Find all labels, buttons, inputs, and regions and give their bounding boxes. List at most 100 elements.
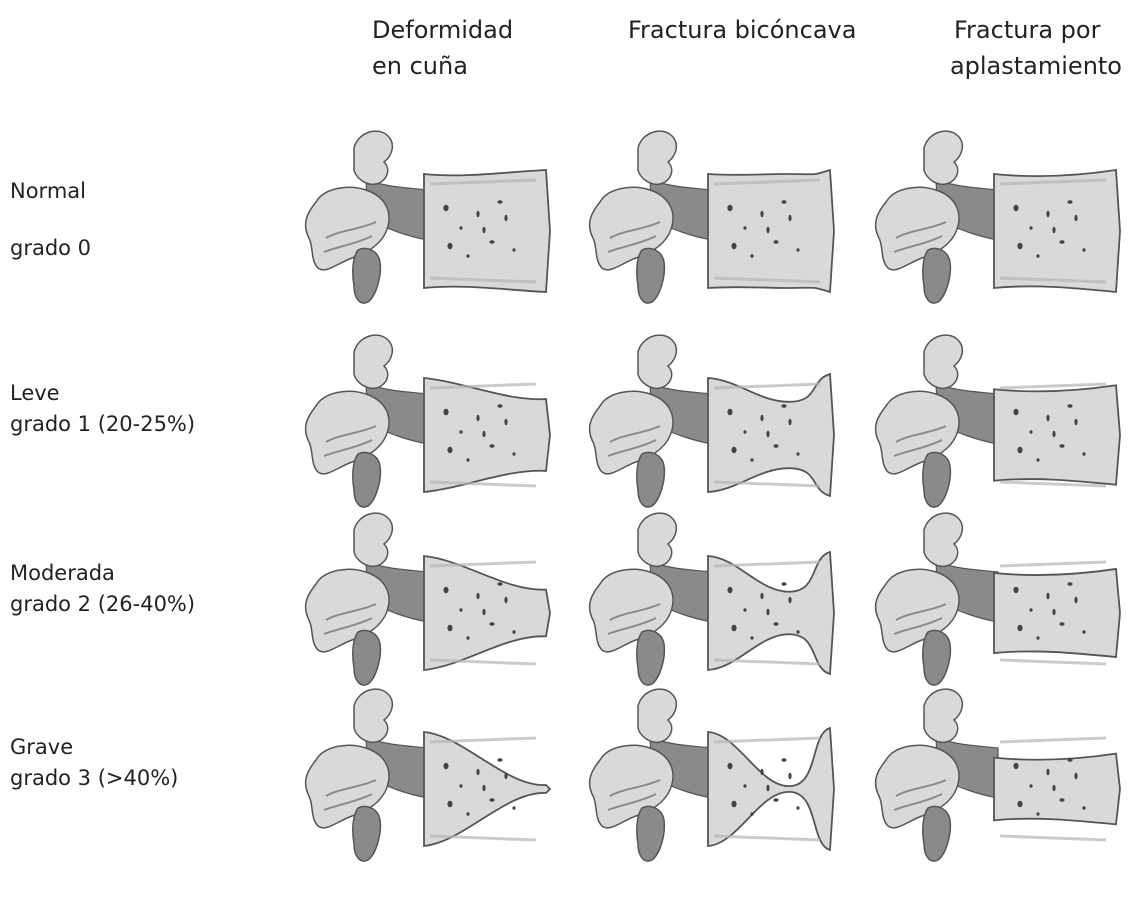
vertebra-crush-grade-1 bbox=[866, 322, 1126, 482]
row-header-grave-line1: Grave bbox=[10, 732, 178, 763]
trabecular-pore bbox=[482, 609, 485, 615]
trabecular-pore bbox=[796, 806, 799, 810]
vertebra-biconcave-grade-0 bbox=[580, 118, 840, 278]
row-header-leve-line2: grado 1 (20-25%) bbox=[10, 409, 195, 440]
inferior-process bbox=[923, 453, 951, 508]
trabecular-pore bbox=[1074, 773, 1077, 779]
inferior-process bbox=[637, 807, 665, 862]
trabecular-pore bbox=[727, 587, 732, 593]
row-header-grave-line2: grado 3 (>40%) bbox=[10, 763, 178, 794]
trabecular-pore bbox=[512, 630, 515, 634]
trabecular-pore bbox=[781, 200, 786, 204]
vertebra-wedge-grade-1 bbox=[296, 322, 556, 482]
inferior-process bbox=[923, 807, 951, 862]
trabecular-pore bbox=[476, 415, 479, 421]
vertebra-svg bbox=[296, 500, 556, 700]
trabecular-pore bbox=[731, 801, 736, 807]
trabecular-pore bbox=[466, 254, 469, 258]
vertebra-wedge-grade-2 bbox=[296, 500, 556, 660]
vertebra-svg bbox=[296, 322, 556, 522]
trabecular-pore bbox=[788, 419, 791, 425]
trabecular-pore bbox=[1052, 431, 1055, 437]
trabecular-pore bbox=[1013, 763, 1018, 769]
trabecular-pore bbox=[743, 784, 746, 788]
trabecular-pore bbox=[1059, 798, 1064, 802]
trabecular-pore bbox=[788, 773, 791, 779]
vertebra-biconcave-grade-1 bbox=[580, 322, 840, 482]
trabecular-pore bbox=[443, 763, 448, 769]
trabecular-pore bbox=[743, 430, 746, 434]
trabecular-pore bbox=[1052, 785, 1055, 791]
vertebral-body bbox=[424, 378, 550, 492]
trabecular-pore bbox=[1067, 582, 1072, 586]
trabecular-pore bbox=[1029, 430, 1032, 434]
trabecular-pore bbox=[760, 211, 763, 217]
superior-process bbox=[638, 335, 676, 388]
trabecular-pore bbox=[459, 784, 462, 788]
trabecular-pore bbox=[489, 798, 494, 802]
vertebra-wedge-grade-0 bbox=[296, 118, 556, 278]
trabecular-pore bbox=[781, 758, 786, 762]
inferior-process bbox=[637, 249, 665, 304]
superior-process bbox=[924, 335, 962, 388]
trabecular-pore bbox=[1082, 630, 1085, 634]
trabecular-pore bbox=[1029, 784, 1032, 788]
trabecular-pore bbox=[1074, 215, 1077, 221]
trabecular-pore bbox=[497, 404, 502, 408]
vertebra-crush-grade-2 bbox=[866, 500, 1126, 660]
trabecular-pore bbox=[796, 248, 799, 252]
trabecular-pore bbox=[773, 444, 778, 448]
trabecular-pore bbox=[1052, 227, 1055, 233]
trabecular-pore bbox=[1036, 636, 1039, 640]
trabecular-pore bbox=[743, 226, 746, 230]
vertebral-body bbox=[424, 556, 550, 670]
trabecular-pore bbox=[466, 812, 469, 816]
trabecular-pore bbox=[1013, 409, 1018, 415]
trabecular-pore bbox=[781, 404, 786, 408]
trabecular-pore bbox=[459, 608, 462, 612]
column-header-crush-line2: aplastamiento bbox=[942, 48, 1122, 84]
column-header-biconcave-line1: Fractura bicóncava bbox=[628, 12, 856, 48]
column-header-biconcave: Fractura bicóncava bbox=[628, 12, 856, 48]
trabecular-pore bbox=[1029, 226, 1032, 230]
trabecular-pore bbox=[743, 608, 746, 612]
trabecular-pore bbox=[504, 597, 507, 603]
trabecular-pore bbox=[1059, 622, 1064, 626]
trabecular-pore bbox=[773, 622, 778, 626]
trabecular-pore bbox=[443, 205, 448, 211]
trabecular-pore bbox=[447, 243, 452, 249]
row-header-grave: Grave grado 3 (>40%) bbox=[10, 732, 178, 794]
row-header-normal: Normal grado 0 bbox=[10, 176, 91, 264]
trabecular-pore bbox=[443, 587, 448, 593]
inferior-process bbox=[923, 249, 951, 304]
row-header-leve: Leve grado 1 (20-25%) bbox=[10, 378, 195, 440]
vertebral-body bbox=[708, 170, 834, 292]
trabecular-pore bbox=[466, 458, 469, 462]
trabecular-pore bbox=[796, 630, 799, 634]
vertebral-body bbox=[708, 728, 834, 850]
trabecular-pore bbox=[766, 227, 769, 233]
vertebral-body bbox=[994, 170, 1120, 292]
trabecular-pore bbox=[1036, 458, 1039, 462]
superior-process bbox=[924, 689, 962, 742]
superior-process bbox=[924, 131, 962, 184]
trabecular-pore bbox=[1017, 801, 1022, 807]
vertebra-svg bbox=[866, 500, 1126, 700]
superior-process bbox=[354, 513, 392, 566]
trabecular-pore bbox=[1017, 625, 1022, 631]
trabecular-pore bbox=[760, 769, 763, 775]
trabecular-pore bbox=[773, 240, 778, 244]
superior-process bbox=[354, 335, 392, 388]
inferior-process bbox=[353, 807, 381, 862]
trabecular-pore bbox=[482, 227, 485, 233]
trabecular-pore bbox=[482, 785, 485, 791]
trabecular-pore bbox=[447, 801, 452, 807]
trabecular-pore bbox=[773, 798, 778, 802]
inferior-process bbox=[637, 453, 665, 508]
trabecular-pore bbox=[476, 593, 479, 599]
trabecular-pore bbox=[1074, 597, 1077, 603]
vertebral-body bbox=[424, 170, 550, 292]
trabecular-pore bbox=[760, 593, 763, 599]
vertebra-crush-grade-0 bbox=[866, 118, 1126, 278]
row-header-moderada: Moderada grado 2 (26-40%) bbox=[10, 558, 195, 620]
